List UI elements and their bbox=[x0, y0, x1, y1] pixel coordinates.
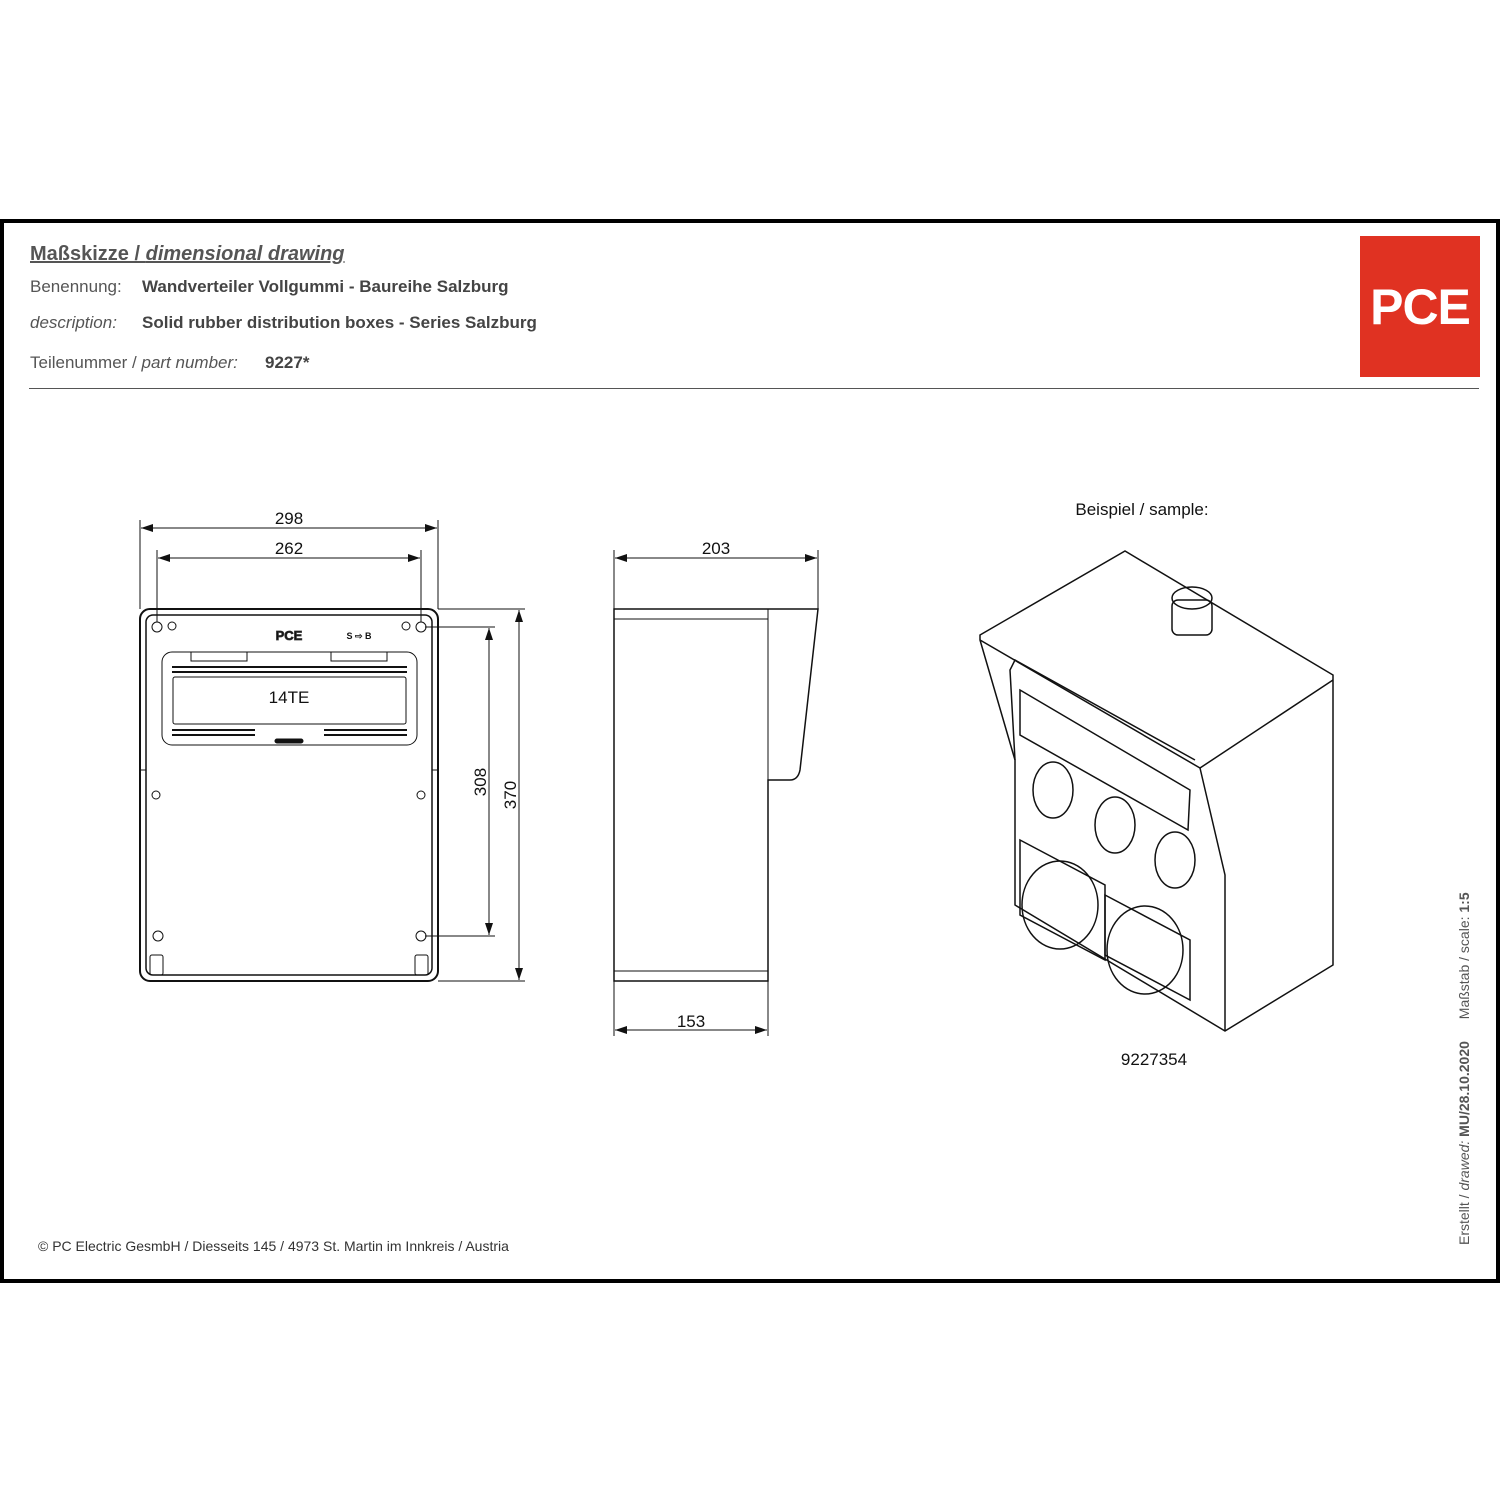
part-number-value: 9227* bbox=[265, 353, 310, 372]
description-label: description: bbox=[30, 313, 117, 332]
side-view bbox=[613, 608, 819, 982]
created-label: Erstellt / bbox=[1456, 1190, 1472, 1245]
name-value: Wandverteiler Vollgummi - Baureihe Salzb… bbox=[142, 277, 509, 296]
description-value: Solid rubber distribution boxes - Series… bbox=[142, 313, 537, 332]
name-label: Benennung: bbox=[30, 277, 122, 296]
header-divider bbox=[29, 388, 1479, 389]
front-brand-mark: PCE bbox=[276, 628, 303, 643]
drawn-value: MU/28.10.2020 bbox=[1456, 1041, 1472, 1137]
sample-heading: Beispiel / sample: bbox=[1075, 500, 1208, 519]
copyright-footer: © PC Electric GesmbH / Diesseits 145 / 4… bbox=[38, 1238, 509, 1254]
description-row: description: Solid rubber distribution bo… bbox=[30, 313, 537, 333]
scale-label: Maßstab / scale: bbox=[1456, 916, 1472, 1020]
dim-width-outer: 298 bbox=[275, 509, 303, 528]
dim-height-inner: 308 bbox=[471, 768, 490, 796]
title-block-vertical: Erstellt / drawed: MU/28.10.2020 Maßstab… bbox=[1456, 892, 1472, 1245]
drawn-label: drawed: bbox=[1456, 1140, 1472, 1191]
dim-depth-top: 203 bbox=[702, 539, 730, 558]
title-de: Maßskizze / bbox=[30, 243, 146, 265]
dim-height-outer: 370 bbox=[501, 781, 520, 809]
drawing-frame bbox=[0, 219, 1500, 1283]
document-title: Maßskizze / dimensional drawing bbox=[30, 243, 345, 266]
module-label: 14TE bbox=[269, 688, 310, 707]
part-label-de: Teilenummer / bbox=[30, 353, 142, 372]
pce-logo: PCE bbox=[1360, 236, 1480, 377]
front-s-to-b-label: S ⇨ B bbox=[346, 631, 372, 641]
title-en: dimensional drawing bbox=[145, 243, 345, 265]
dim-width-inner: 262 bbox=[275, 539, 303, 558]
dim-depth-bottom: 153 bbox=[677, 1012, 705, 1031]
sample-part-number: 9227354 bbox=[1121, 1050, 1187, 1069]
name-row: Benennung: Wandverteiler Vollgummi - Baur… bbox=[30, 277, 509, 297]
front-view bbox=[139, 608, 439, 982]
part-label-en: part number: bbox=[141, 353, 238, 372]
scale-value: 1:5 bbox=[1456, 892, 1472, 913]
sample-product-illustration bbox=[979, 550, 1334, 1032]
part-number-row: Teilenummer / part number: 9227* bbox=[30, 353, 309, 373]
